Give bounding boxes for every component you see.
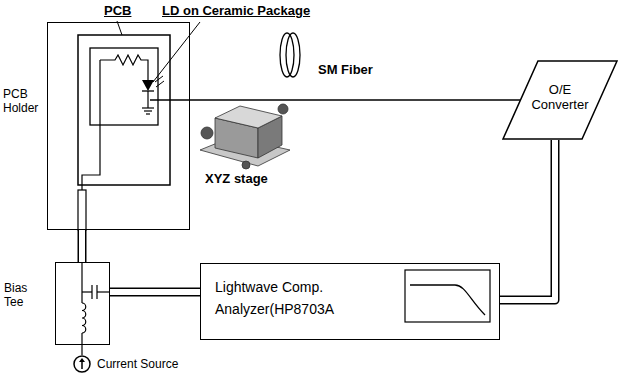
node-label: Lightwave Comp. Analyzer(HP8703A — [215, 276, 355, 320]
resistor-symbol — [100, 55, 148, 80]
xyz-stage-figure — [200, 104, 290, 169]
node-label: Current Source — [97, 357, 178, 371]
laser-diode-symbol — [142, 80, 154, 91]
node-label: PCB Holder — [3, 87, 45, 115]
part-label: XYZ stage — [205, 171, 268, 186]
diode-wire — [147, 91, 148, 108]
coax-cable — [110, 292, 200, 293]
bias-tee-box: Bias Tee — [55, 262, 110, 345]
ground-symbol — [142, 108, 154, 114]
pcb-holder-box: PCB Holder — [47, 22, 190, 230]
node-label: O/E Converter — [526, 82, 594, 112]
bias-tee-circuit — [82, 262, 110, 345]
coax-cable — [78, 190, 86, 230]
response-curve — [410, 285, 485, 315]
node-label: Bias Tee — [4, 281, 38, 309]
feed-wire — [82, 60, 100, 190]
pcb-board — [78, 35, 170, 185]
coax-cable — [82, 230, 83, 262]
current-source: Current Source — [73, 355, 91, 373]
coax-cable — [500, 140, 555, 300]
leader-line — [117, 21, 122, 35]
current-source-symbol — [73, 355, 91, 373]
oe-converter-box: O/E Converter — [502, 60, 618, 140]
leader-line — [153, 22, 200, 82]
analyzer-screen — [405, 270, 490, 322]
optical-fiber — [190, 100, 520, 101]
wire — [82, 345, 83, 355]
part-label: SM Fiber — [318, 62, 373, 77]
analyzer-box: Lightwave Comp. Analyzer(HP8703A — [200, 263, 500, 340]
fiber-coil — [280, 33, 300, 77]
part-label: LD on Ceramic Package — [162, 3, 310, 18]
part-label: PCB — [104, 3, 131, 18]
optical-fiber — [150, 99, 190, 101]
